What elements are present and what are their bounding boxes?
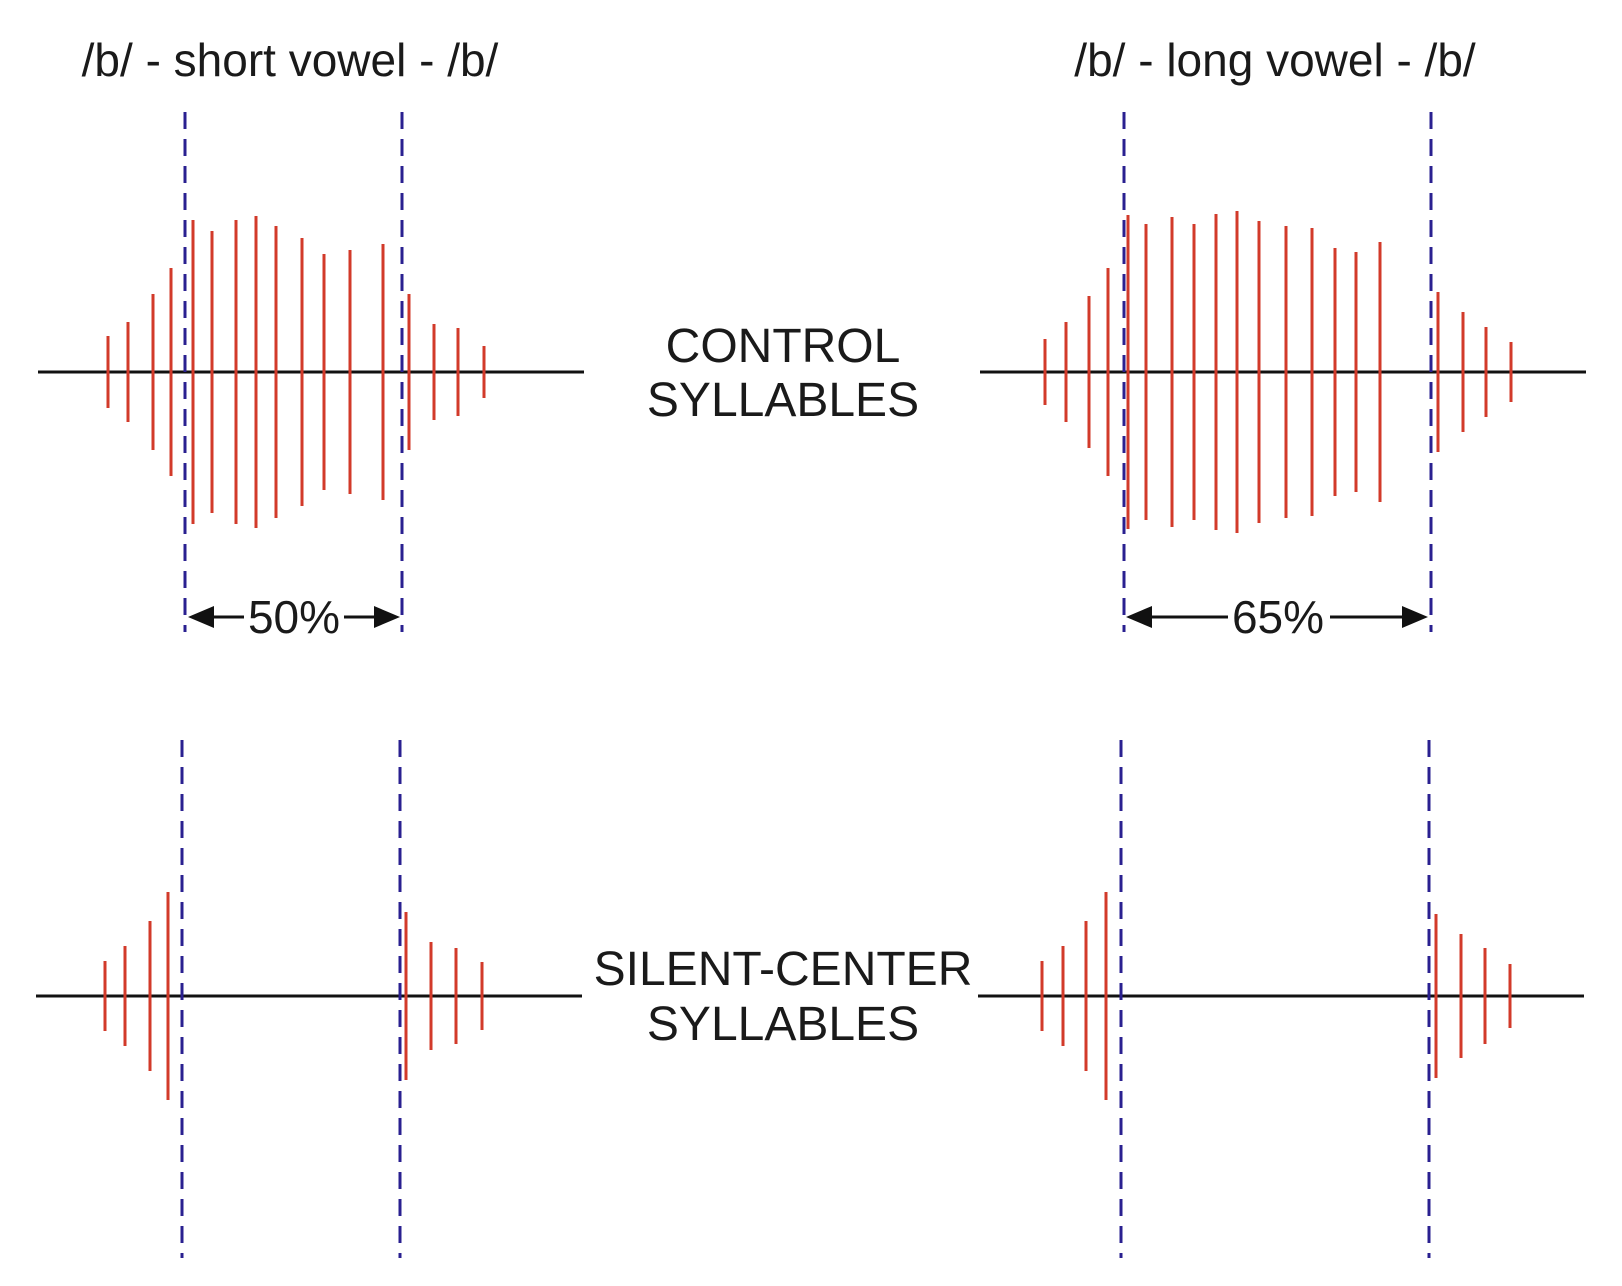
header-short-vowel: /b/ - short vowel - /b/: [82, 34, 499, 86]
header-long-vowel: /b/ - long vowel - /b/: [1074, 34, 1476, 86]
waveform-control-short: [106, 216, 486, 528]
arrowhead-long-right: [1402, 606, 1428, 628]
duration-label-long: 65%: [1232, 591, 1324, 643]
arrowhead-short-right: [374, 606, 400, 628]
arrowhead-long-left: [1126, 606, 1152, 628]
waveform-silent-long: [1040, 892, 1512, 1100]
label-control-line2: SYLLABLES: [647, 374, 919, 427]
label-control-line1: CONTROL: [666, 320, 901, 373]
duration-label-short: 50%: [248, 591, 340, 643]
label-silent-line1: SILENT-CENTER: [594, 943, 973, 996]
label-silent-line2: SYLLABLES: [647, 998, 919, 1051]
waveform-control-long: [1043, 211, 1513, 533]
arrowhead-short-left: [188, 606, 214, 628]
duration-arrow-long: 65%: [1126, 591, 1428, 643]
duration-arrow-short: 50%: [188, 591, 400, 643]
vowel-boundaries: [180, 112, 1433, 1258]
waveform-silent-short: [103, 892, 484, 1100]
